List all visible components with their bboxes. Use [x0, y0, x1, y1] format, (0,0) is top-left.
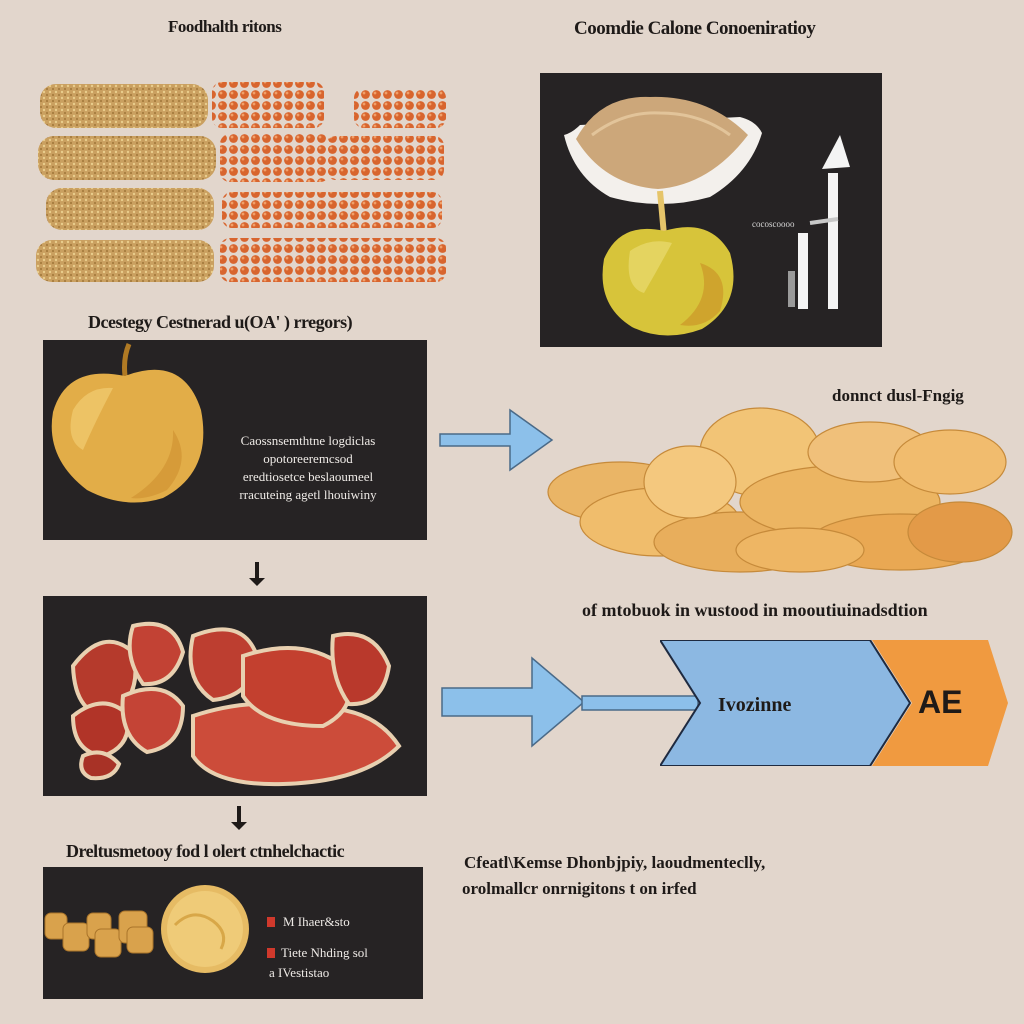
panel-line-1: Caossnsemthtne logdiclas	[240, 433, 376, 448]
food-texture-rows	[30, 78, 450, 288]
meat-panel	[43, 596, 427, 796]
grain-strip-1	[40, 84, 208, 128]
arrow-down-icon	[246, 560, 268, 588]
meat-illustration	[70, 621, 402, 787]
top-left-title: Foodhalth ritons	[168, 17, 282, 36]
panel-line-2: opotoreeremcsod	[263, 451, 353, 466]
arrow-down-icon-2	[228, 804, 250, 832]
bottom-left-title: Dreltusmetooy fod l olert ctnhelchactic	[66, 841, 345, 861]
apple-illustration	[51, 343, 204, 503]
snack-panel: M Ihaer&sto Tiete Nhding sol a IVestista…	[43, 867, 423, 999]
legend-marker-2	[267, 948, 275, 958]
flow-stage-1: Ivozinne	[718, 694, 792, 716]
chips-illustration	[540, 392, 1015, 577]
calorie-illustration	[564, 96, 850, 336]
calorie-panel: cocoscoooo	[540, 73, 882, 347]
process-chevron	[660, 640, 1010, 766]
chips-label: donnct dusl-Fngig	[832, 386, 964, 405]
calorie-chart-label: cocoscoooo	[752, 219, 795, 229]
panel-line-3: eredtiosetce beslaoumeel	[242, 469, 374, 484]
legend-2: Tiete Nhding sol	[281, 945, 368, 960]
snack-illustration	[44, 885, 249, 973]
top-right-title: Coomdie Calone Conoeniratioy	[574, 18, 816, 39]
arrow-right-icon	[438, 404, 556, 476]
middle-left-title: Dcestegy Cestnerad u(OA' ) rregors)	[88, 312, 353, 332]
legend-marker-1	[267, 917, 275, 927]
flow-arrow-icon	[440, 654, 702, 754]
bottom-right-line-2: orolmallcr onrnigitons t on irfed	[462, 879, 697, 898]
flow-stage-2: AE	[918, 684, 963, 720]
legend-3: a IVestistao	[269, 965, 330, 980]
apple-panel: Caossnsemthtne logdiclas opotoreeremcsod…	[43, 340, 427, 540]
apple-panel-description: Caossnsemthtne logdiclas opotoreeremcsod…	[203, 432, 413, 504]
panel-line-4: rracuteing agetl lhouiwiny	[239, 487, 377, 502]
flow-label: of mtobuok in wustood in mooutiuinadsdti…	[582, 600, 928, 620]
bottom-right-line-1: Cfeatl\Kemse Dhonbjpiy, laoudmenteclly,	[464, 853, 766, 872]
legend-1: M Ihaer&sto	[283, 914, 350, 929]
